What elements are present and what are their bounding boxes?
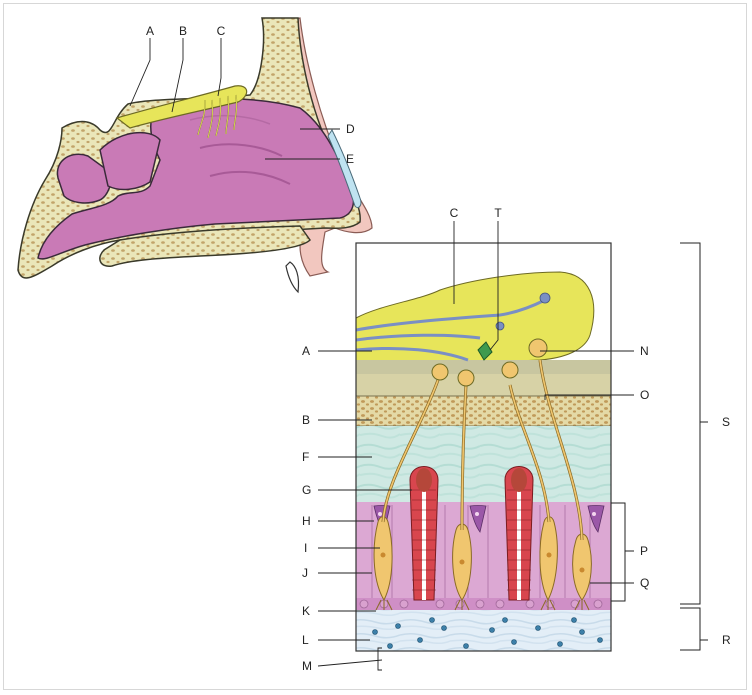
label-f: F bbox=[302, 450, 309, 464]
label-a-top: A bbox=[146, 24, 154, 38]
label-t: T bbox=[494, 206, 502, 220]
label-s: S bbox=[722, 415, 730, 429]
label-e: E bbox=[346, 152, 354, 166]
bracket-r bbox=[680, 608, 700, 650]
label-l: L bbox=[302, 633, 309, 647]
mucus-layer bbox=[356, 610, 611, 651]
label-c-detail: C bbox=[450, 206, 459, 220]
label-d: D bbox=[346, 122, 355, 136]
label-i: I bbox=[304, 541, 307, 555]
cribriform-plate bbox=[356, 396, 611, 426]
brackets bbox=[611, 243, 708, 650]
label-g: G bbox=[302, 483, 311, 497]
bracket-s bbox=[680, 243, 700, 604]
label-j: J bbox=[302, 566, 308, 580]
bracket-p bbox=[611, 503, 625, 601]
label-k: K bbox=[302, 604, 310, 618]
tooth bbox=[286, 262, 299, 292]
label-b-detail: B bbox=[302, 413, 310, 427]
label-r: R bbox=[722, 633, 731, 647]
label-p: P bbox=[640, 544, 648, 558]
label-q: Q bbox=[640, 576, 649, 590]
label-a-detail: A bbox=[302, 344, 310, 358]
label-m: M bbox=[302, 659, 312, 673]
label-h: H bbox=[302, 514, 311, 528]
label-o: O bbox=[640, 388, 649, 402]
label-c-top: C bbox=[217, 24, 226, 38]
label-n: N bbox=[640, 344, 649, 358]
head-section bbox=[18, 18, 372, 292]
mucosa-detail bbox=[356, 243, 611, 651]
lamina-propria bbox=[356, 426, 611, 502]
label-b-top: B bbox=[179, 24, 187, 38]
